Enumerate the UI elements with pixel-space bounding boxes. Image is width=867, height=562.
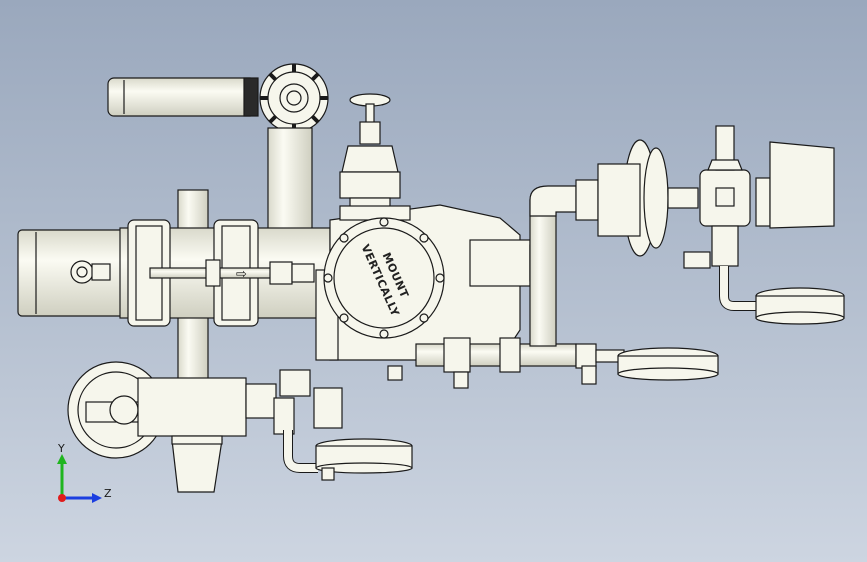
z-axis-label: Z <box>104 487 112 500</box>
z-axis-arrowhead <box>92 493 102 503</box>
y-axis-arrowhead <box>57 454 67 464</box>
lower-trim-piping <box>415 337 719 385</box>
test-drain-fittings <box>273 365 469 481</box>
pressure-switch-flange <box>597 139 699 257</box>
retard-chamber-piping <box>529 179 599 347</box>
pressure-switch-housing <box>755 141 835 229</box>
upper-handwheel <box>259 63 329 133</box>
drain-valve-body <box>137 377 277 493</box>
x-axis-origin <box>58 494 66 502</box>
y-axis-label: Y <box>57 442 65 455</box>
valve-cover-plate <box>323 217 445 339</box>
inlet-plug <box>70 260 111 284</box>
upper-drain-pipe <box>107 77 259 117</box>
drain-cup-right <box>683 251 845 325</box>
top-gauge-valve <box>339 93 401 213</box>
riser-pipe <box>267 127 313 239</box>
small-trim-line <box>149 259 315 287</box>
pressure-switch-tee <box>699 125 751 267</box>
flow-arrow-mark: ⇨ <box>236 267 247 282</box>
coordinate-triad[interactable]: Y Z <box>57 442 112 503</box>
